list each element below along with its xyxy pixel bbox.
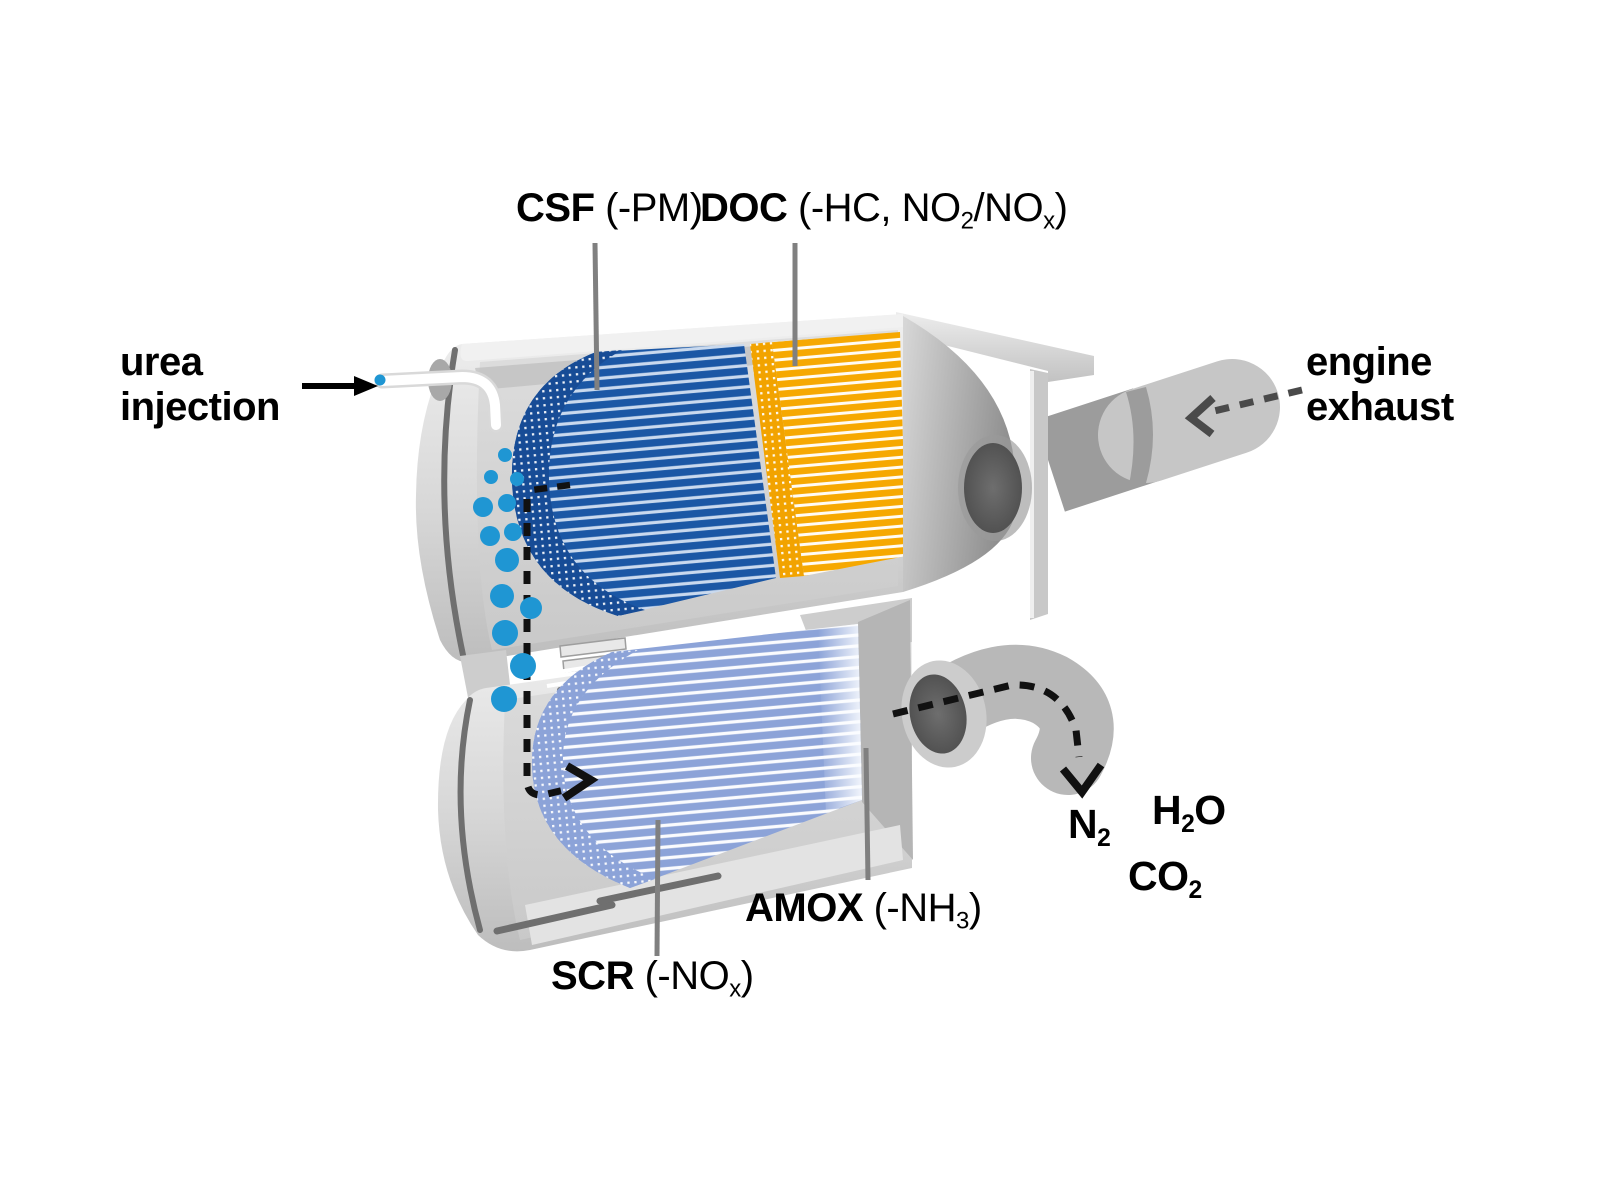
exhaust-arrowhead — [1184, 395, 1216, 438]
flow-stub-from-csf — [531, 481, 571, 494]
csf-front-face-dots — [511, 350, 645, 616]
urea-arrowhead — [354, 376, 378, 396]
h2o-product-label: H2O — [1152, 787, 1226, 838]
outlet-opening — [909, 674, 967, 754]
csf-striped-body — [511, 344, 776, 616]
amox-label: AMOX (-NH3) — [745, 886, 982, 935]
outlet-flow-path — [892, 681, 1105, 799]
flow-down-path — [523, 499, 565, 799]
doc-monolith — [750, 332, 906, 578]
flow-arrowhead-into-scr — [561, 762, 599, 802]
engine-exhaust-arrow — [1184, 386, 1303, 438]
doc-label: DOC (-HC, NO2/NOx) — [700, 186, 1068, 235]
inner-box-right-wall — [858, 600, 913, 860]
amox-leader-line — [863, 747, 871, 881]
csf-label: CSF (-PM) — [516, 186, 703, 230]
mounting-bracket — [896, 312, 1094, 620]
doc-front-face-dots — [750, 342, 804, 578]
upper-shell-top-rim — [460, 314, 903, 362]
urea-droplets — [473, 448, 542, 712]
leader-lines — [592, 242, 871, 957]
inner-box-floor — [525, 825, 903, 945]
injector-tube — [377, 371, 501, 430]
csf-leader-line — [592, 242, 600, 391]
scr-leader-line — [654, 819, 661, 957]
cone-opening — [964, 443, 1022, 533]
n2-product-label: N2 — [1068, 801, 1111, 852]
lower-canister — [437, 598, 1114, 952]
bracket-flange — [896, 312, 1094, 382]
outlet-dashed-curve — [892, 681, 1083, 758]
urea-injection-arrow — [302, 376, 378, 396]
lower-shell-seam — [457, 697, 483, 933]
co2-product-label: CO2 — [1128, 853, 1202, 904]
exhaust-pipe-section-boundary — [1126, 387, 1153, 489]
csf-monolith — [511, 344, 776, 616]
exhaust-dashed-line — [1213, 386, 1303, 415]
upper-cone — [903, 316, 1032, 592]
outlet-arrowhead — [1059, 762, 1105, 799]
lower-bottom-bar — [493, 901, 616, 935]
scr-label: SCR (-NOx) — [551, 954, 754, 1003]
engine-exhaust-label: engine exhaust — [1306, 340, 1454, 429]
upper-canister — [415, 314, 1032, 663]
scr-front-face-dots — [531, 650, 655, 888]
urea-injection-label: urea injection — [120, 340, 280, 429]
scr-striped-body — [531, 624, 862, 888]
amox-section — [818, 624, 862, 813]
injector-tip-drop — [374, 374, 386, 386]
urea-injector — [374, 369, 504, 433]
bracket-web — [1030, 369, 1048, 620]
doc-striped-body — [772, 332, 906, 576]
urea-flow-path — [523, 481, 599, 802]
connection-tab — [559, 637, 627, 658]
outlet-elbow — [901, 644, 1114, 795]
scr-monolith — [531, 624, 862, 888]
